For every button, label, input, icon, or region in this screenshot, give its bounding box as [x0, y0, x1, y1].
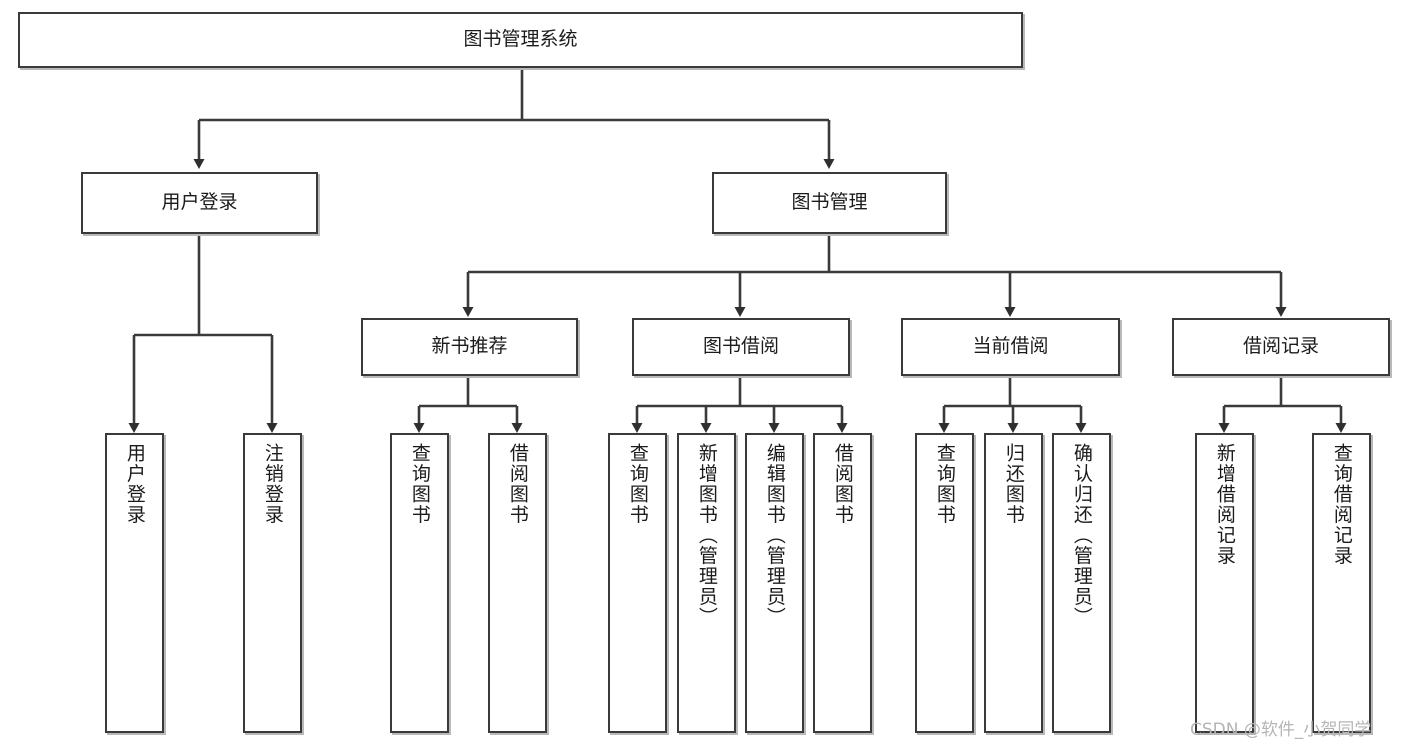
node-label: 图书管理系统: [463, 28, 578, 51]
node-book-borrow[interactable]: 图书借阅: [632, 318, 850, 376]
node-label: 新增图书（管理员）: [695, 443, 718, 628]
node-label: 图书管理: [791, 191, 868, 214]
node-label: 归还图书: [1002, 443, 1025, 525]
node-label: 借阅图书: [831, 443, 854, 525]
node-root-book-management-system[interactable]: 图书管理系统: [18, 12, 1023, 68]
node-label: 编辑图书（管理员）: [763, 443, 786, 628]
node-label: 新书推荐: [431, 335, 508, 358]
node-label: 借阅图书: [506, 443, 529, 525]
node-label: 确认归还（管理员）: [1070, 443, 1093, 628]
node-borrow-record[interactable]: 借阅记录: [1172, 318, 1390, 376]
node-label: 用户登录: [123, 443, 146, 525]
leaf-borrow-record-query[interactable]: 查询借阅记录: [1312, 433, 1371, 733]
node-label: 新增借阅记录: [1213, 443, 1236, 566]
node-label: 查询图书: [408, 443, 431, 525]
node-label: 用户登录: [161, 191, 238, 214]
leaf-book-borrow-borrow[interactable]: 借阅图书: [813, 433, 872, 733]
leaf-book-borrow-query[interactable]: 查询图书: [608, 433, 667, 733]
watermark-text: CSDN @软件_小贺同学: [1190, 720, 1372, 740]
leaf-user-login-login[interactable]: 用户登录: [105, 433, 164, 733]
node-book-management[interactable]: 图书管理: [712, 172, 947, 234]
node-label: 借阅记录: [1242, 335, 1319, 358]
node-label: 查询借阅记录: [1330, 443, 1353, 566]
leaf-book-borrow-add-admin[interactable]: 新增图书（管理员）: [677, 433, 736, 733]
leaf-new-book-query[interactable]: 查询图书: [390, 433, 449, 733]
node-label: 注销登录: [261, 443, 284, 525]
node-label: 当前借阅: [972, 335, 1049, 358]
leaf-user-login-logout[interactable]: 注销登录: [243, 433, 302, 733]
leaf-borrow-record-add[interactable]: 新增借阅记录: [1195, 433, 1254, 733]
leaf-current-borrow-query[interactable]: 查询图书: [915, 433, 974, 733]
leaf-book-borrow-edit-admin[interactable]: 编辑图书（管理员）: [745, 433, 804, 733]
node-new-book-recommend[interactable]: 新书推荐: [361, 318, 578, 376]
leaf-current-borrow-return[interactable]: 归还图书: [984, 433, 1043, 733]
node-user-login[interactable]: 用户登录: [81, 172, 318, 234]
node-label: 查询图书: [933, 443, 956, 525]
leaf-current-borrow-confirm-admin[interactable]: 确认归还（管理员）: [1052, 433, 1111, 733]
node-current-borrow[interactable]: 当前借阅: [901, 318, 1120, 376]
leaf-new-book-borrow[interactable]: 借阅图书: [488, 433, 547, 733]
node-label: 图书借阅: [702, 335, 779, 358]
node-label: 查询图书: [626, 443, 649, 525]
